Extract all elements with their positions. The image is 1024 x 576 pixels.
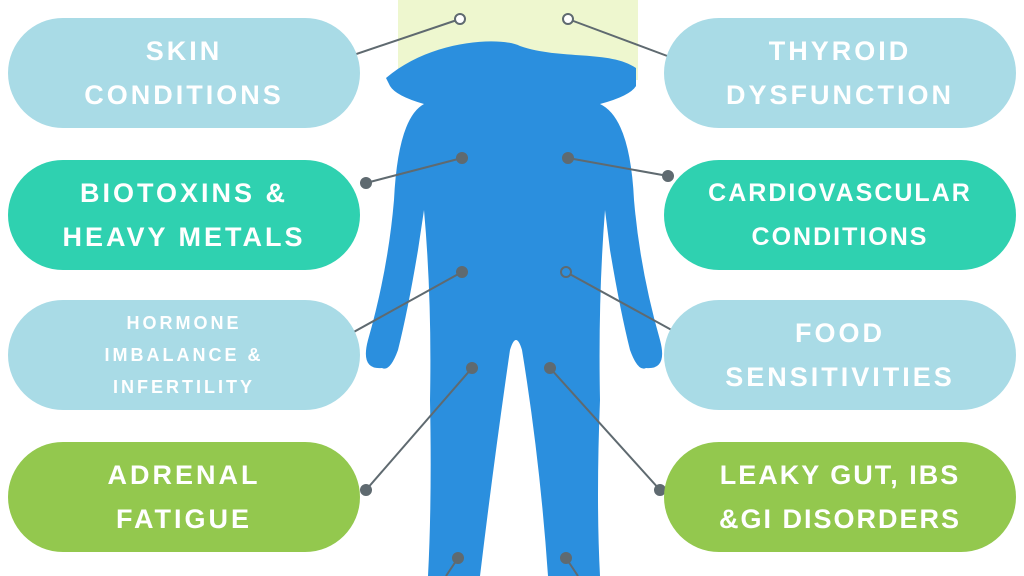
connector-thyroid [567,18,679,61]
connector-dot [662,170,674,182]
label-line: SENSITIVITIES [725,362,955,392]
label-line: HEAVY METALS [62,222,306,252]
label-line: CONDITIONS [84,80,284,110]
connector-dot [456,266,468,278]
label-hormone-imbalance-infertility: HORMONE IMBALANCE & INFERTILITY [8,300,360,410]
connector-cardio [567,157,669,177]
connector-dot [456,152,468,164]
connector-ring [562,13,574,25]
label-line: LEAKY GUT, IBS [719,460,961,490]
connector-dot [562,152,574,164]
label-line: IMBALANCE & [104,345,264,365]
label-line: HORMONE [126,313,242,333]
label-line: DYSFUNCTION [726,80,954,110]
label-cardiovascular-conditions: CARDIOVASCULAR CONDITIONS [664,160,1016,270]
connector-ring [560,266,572,278]
label-line: FOOD [795,318,885,348]
label-line: ADRENAL [107,460,261,490]
connector-ring [454,13,466,25]
label-skin-conditions: SKIN CONDITIONS [8,18,360,128]
connector-dot [544,362,556,374]
label-line: THYROID [768,36,912,66]
label-food-sensitivities: FOOD SENSITIVITIES [664,300,1016,410]
label-line: CARDIOVASCULAR [708,179,972,207]
label-thyroid-dysfunction: THYROID DYSFUNCTION [664,18,1016,128]
label-biotoxins-heavy-metals: BIOTOXINS & HEAVY METALS [8,160,360,270]
label-line: SKIN [145,36,223,66]
connector-biotoxins [365,157,463,184]
connector-dot [466,362,478,374]
label-line: &GI DISORDERS [718,504,962,534]
connector-dot [360,177,372,189]
label-line: FATIGUE [115,504,252,534]
connector-dot [360,484,372,496]
connector-stub [565,557,579,576]
body-silhouette [365,41,663,576]
label-line: BIOTOXINS & [79,178,289,208]
label-leaky-gut-ibs-gi-disorders: LEAKY GUT, IBS &GI DISORDERS [664,442,1016,552]
connector-adrenal [365,367,473,491]
label-adrenal-fatigue: ADRENAL FATIGUE [8,442,360,552]
label-line: INFERTILITY [113,377,255,397]
connector-gut [549,367,661,491]
connector-stub [445,557,459,576]
label-line: CONDITIONS [751,223,929,251]
